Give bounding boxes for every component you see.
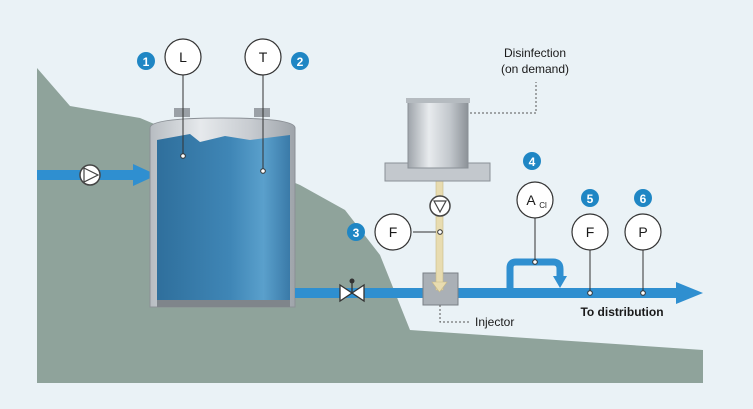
badge-6: 6 bbox=[634, 189, 652, 207]
badge-6-number: 6 bbox=[640, 192, 647, 206]
disinfection-callout-line bbox=[470, 82, 537, 114]
chlorine-analyzer-symbol: A bbox=[526, 192, 536, 208]
temperature-instrument-symbol: T bbox=[259, 49, 268, 65]
storage-tank bbox=[149, 108, 296, 308]
badge-5: 5 bbox=[581, 189, 599, 207]
level-instrument: L bbox=[164, 38, 202, 76]
badge-1: 1 bbox=[137, 52, 155, 70]
badge-2: 2 bbox=[291, 52, 309, 70]
disinfection-tank bbox=[384, 98, 491, 182]
injector-callout-line bbox=[439, 305, 470, 323]
tank-bottom-shadow bbox=[157, 300, 290, 307]
level-instrument-symbol: L bbox=[179, 49, 187, 65]
badge-4: 4 bbox=[523, 152, 541, 170]
badge-1-number: 1 bbox=[143, 55, 150, 69]
inlet-pump bbox=[79, 164, 101, 186]
outlet-flow-instrument: F bbox=[571, 213, 609, 251]
outlet-flow-instrument-symbol: F bbox=[586, 224, 595, 240]
instrument-sensor-points bbox=[180, 153, 646, 296]
dosing-flow-instrument: F bbox=[374, 213, 412, 251]
instrument-leader-lines bbox=[182, 75, 644, 293]
badge-3-number: 3 bbox=[353, 226, 360, 240]
outlet-pipe bbox=[295, 282, 703, 304]
badge-5-number: 5 bbox=[587, 192, 594, 206]
outlet-valve bbox=[339, 278, 365, 303]
pressure-instrument-symbol: P bbox=[638, 224, 647, 240]
disinfection-sub-label: (on demand) bbox=[501, 62, 569, 76]
injector-label: Injector bbox=[475, 315, 514, 329]
sample-loop-arrow bbox=[553, 276, 567, 288]
chlorine-analyzer-instrument: A Cl bbox=[516, 181, 554, 219]
badge-4-number: 4 bbox=[529, 155, 536, 169]
disinfection-label: Disinfection bbox=[504, 46, 566, 60]
analyzer-sample-loop bbox=[506, 258, 564, 288]
pressure-instrument: P bbox=[624, 213, 662, 251]
dosing-pump bbox=[429, 195, 451, 217]
badge-2-number: 2 bbox=[297, 55, 304, 69]
chlorine-analyzer-subscript: Cl bbox=[539, 201, 547, 210]
dosing-flow-instrument-symbol: F bbox=[389, 224, 398, 240]
badge-3: 3 bbox=[347, 223, 365, 241]
temperature-instrument: T bbox=[244, 38, 282, 76]
to-distribution-label: To distribution bbox=[580, 305, 663, 319]
